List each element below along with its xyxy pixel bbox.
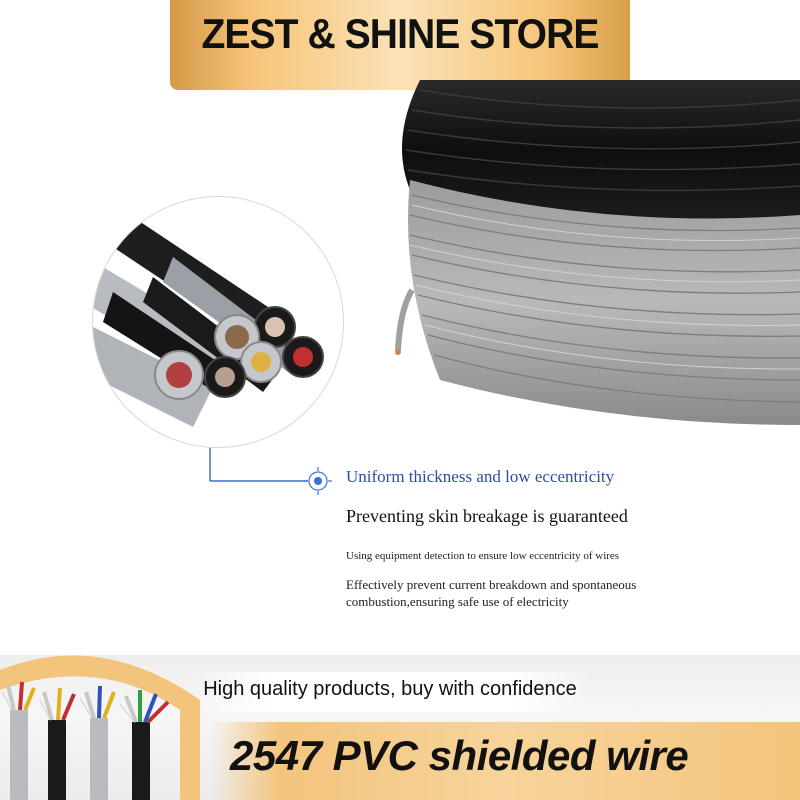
cable-fan-image [1,681,170,800]
feature-description: Effectively prevent current breakdown an… [346,577,637,609]
tagline-bar [190,672,590,712]
header-banner [170,0,630,90]
tagline: High quality products, buy with confiden… [203,678,577,700]
feature-note: Using equipment detection to ensure low … [346,550,620,562]
feature-subtitle: Preventing skin breakage is guaranteed [346,506,628,526]
corner-frame [0,655,200,800]
feature-title: Uniform thickness and low eccentricity [346,467,615,486]
cable-cross-section-image [92,196,344,448]
store-name: ZEST & SHINE STORE [201,10,599,57]
product-title: 2547 PVC shielded wire [230,732,689,779]
product-banner [210,722,800,800]
wire-spool-image [395,80,800,425]
